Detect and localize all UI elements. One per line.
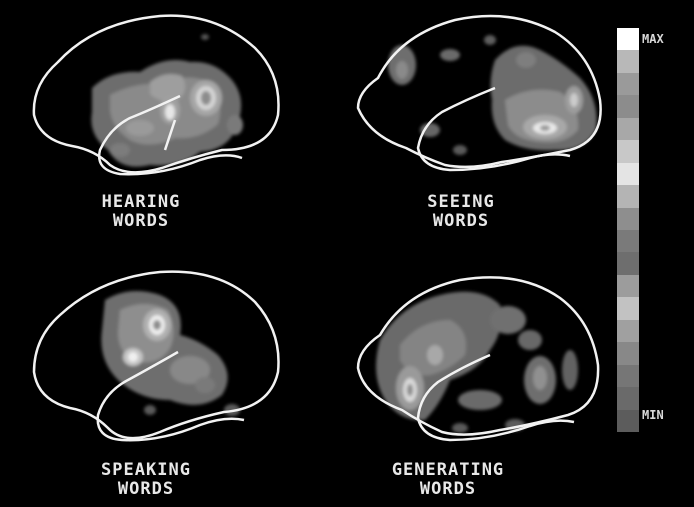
label-line-1: SEEING — [427, 192, 495, 212]
scale-segment — [617, 140, 639, 164]
brain-outline — [356, 276, 600, 442]
scale-segment — [617, 274, 639, 298]
brain-outline — [32, 270, 280, 442]
scale-segment — [617, 117, 639, 141]
scale-segment — [617, 162, 639, 186]
scale-segment — [617, 364, 639, 388]
scale-segment — [617, 72, 639, 96]
brain-scan-hearing — [32, 14, 280, 176]
scale-segment — [617, 50, 639, 74]
label-line-2: WORDS — [112, 211, 170, 231]
intensity-scale-bar — [617, 28, 639, 433]
panel-hearing-words: HEARING WORDS — [0, 0, 320, 250]
label-line-2: WORDS — [419, 479, 477, 499]
label-line-2: WORDS — [117, 479, 175, 499]
activity-blobs — [388, 35, 597, 155]
scale-min-label: MIN — [642, 408, 664, 422]
brain-outline — [32, 14, 280, 176]
scale-segment — [617, 297, 639, 321]
scale-segment — [617, 28, 639, 51]
scale-max-label: MAX — [642, 32, 664, 46]
scale-segment — [617, 319, 639, 343]
brain-scan-speaking — [32, 270, 280, 442]
scale-segment — [617, 95, 639, 119]
panel-label: SEEING WORDS — [396, 193, 526, 231]
activity-blobs — [101, 291, 240, 416]
scale-segment — [617, 409, 639, 433]
panel-label: HEARING WORDS — [76, 193, 206, 231]
label-line-1: HEARING — [101, 192, 181, 212]
panel-label: SPEAKING WORDS — [81, 461, 211, 499]
panel-speaking-words: SPEAKING WORDS — [0, 260, 320, 507]
scale-segment — [617, 387, 639, 411]
brain-outline — [356, 14, 602, 172]
scale-segment — [617, 230, 639, 253]
activity-blobs — [376, 291, 578, 433]
brain-scan-seeing — [356, 14, 602, 172]
label-line-1: SPEAKING — [101, 460, 191, 480]
scale-segment — [617, 252, 639, 276]
label-line-2: WORDS — [432, 211, 490, 231]
activity-blobs — [91, 34, 243, 167]
panel-label: GENERATING WORDS — [368, 461, 528, 499]
label-line-1: GENERATING — [391, 460, 505, 480]
scale-segment — [617, 185, 639, 209]
scale-segment — [617, 342, 639, 366]
scale-segment — [617, 207, 639, 231]
panel-seeing-words: SEEING WORDS — [330, 0, 620, 250]
panel-generating-words: GENERATING WORDS — [330, 260, 620, 507]
brain-scan-generating — [356, 276, 600, 442]
